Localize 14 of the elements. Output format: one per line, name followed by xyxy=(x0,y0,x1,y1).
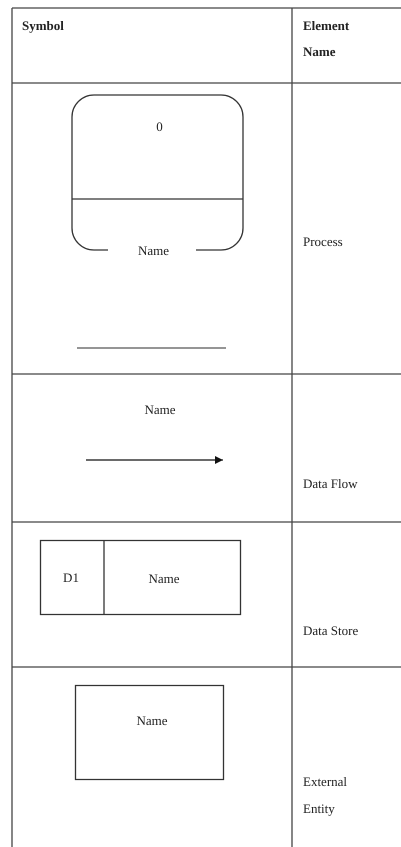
entity-name: Name xyxy=(136,713,168,729)
element-name: Data Store xyxy=(303,623,358,639)
store-name: Name xyxy=(148,571,180,587)
element-name: External Entity xyxy=(303,773,348,818)
process-number: 0 xyxy=(156,119,163,135)
column-header: Symbol xyxy=(22,17,64,35)
flow-label: Name xyxy=(144,402,176,418)
process-name: Name xyxy=(138,243,170,259)
external-entity-symbol xyxy=(75,685,224,780)
element-name: Process xyxy=(303,234,343,250)
column-header: Element Name xyxy=(303,17,350,61)
data-store-symbol xyxy=(40,540,241,615)
store-id: D1 xyxy=(63,570,79,586)
element-name: Data Flow xyxy=(303,476,358,492)
